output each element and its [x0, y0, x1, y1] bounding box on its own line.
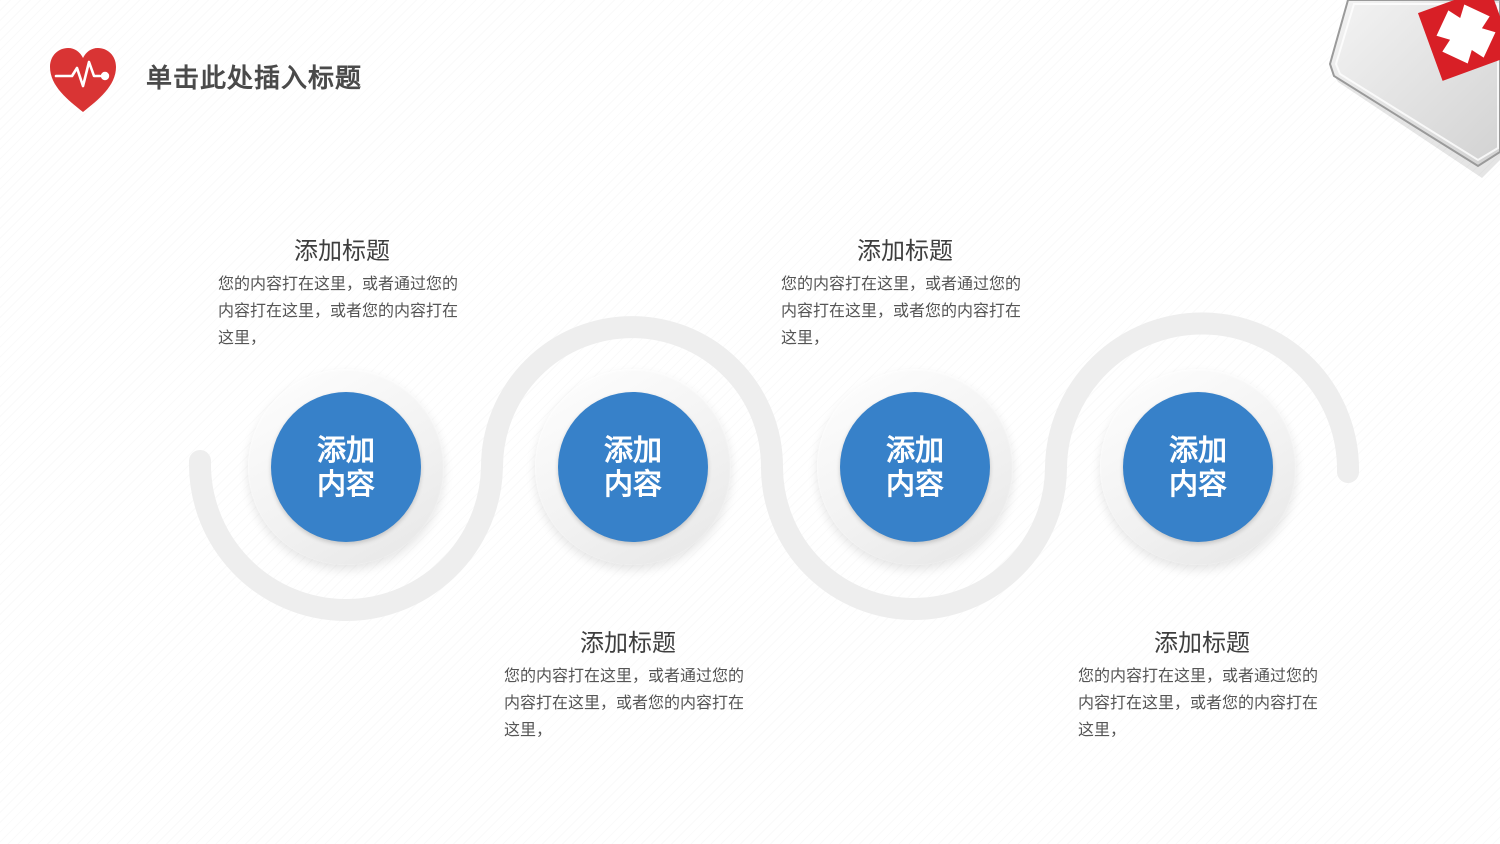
- step-node-label: 添加内容: [603, 433, 662, 501]
- step-node-4: 添加内容: [1100, 369, 1296, 565]
- block-title: 添加标题: [857, 237, 953, 265]
- text-block-2: 添加标题 您的内容打在这里，或者通过您的内容打在这里，或者您的内容打在这里，: [504, 628, 752, 743]
- text-block-4: 添加标题 您的内容打在这里，或者通过您的内容打在这里，或者您的内容打在这里，: [1078, 628, 1326, 743]
- step-node-2: 添加内容: [535, 369, 731, 565]
- step-node-core: 添加内容: [840, 392, 990, 542]
- text-block-3: 添加标题 您的内容打在这里，或者通过您的内容打在这里，或者您的内容打在这里，: [781, 236, 1029, 351]
- block-text: 您的内容打在这里，或者通过您的内容打在这里，或者您的内容打在这里，: [1078, 666, 1319, 739]
- heartbeat-heart-icon: [48, 46, 118, 114]
- step-node-label: 添加内容: [885, 433, 944, 501]
- step-node-label: 添加内容: [316, 433, 375, 501]
- text-block-1: 添加标题 您的内容打在这里，或者通过您的内容打在这里，或者您的内容打在这里，: [218, 236, 466, 351]
- step-node-core: 添加内容: [1123, 392, 1273, 542]
- block-title: 添加标题: [294, 237, 390, 265]
- page-title: 单击此处插入标题: [146, 64, 363, 94]
- block-text: 您的内容打在这里，或者通过您的内容打在这里，或者您的内容打在这里，: [781, 274, 1022, 347]
- step-node-core: 添加内容: [558, 392, 708, 542]
- step-node-label: 添加内容: [1168, 433, 1227, 501]
- step-node-1: 添加内容: [248, 369, 444, 565]
- step-node-3: 添加内容: [817, 369, 1013, 565]
- block-text: 您的内容打在这里，或者通过您的内容打在这里，或者您的内容打在这里，: [504, 666, 745, 739]
- block-title: 添加标题: [580, 629, 676, 657]
- first-aid-kit-icon: [1318, 0, 1500, 190]
- block-title: 添加标题: [1154, 629, 1250, 657]
- block-text: 您的内容打在这里，或者通过您的内容打在这里，或者您的内容打在这里，: [218, 274, 459, 347]
- step-node-core: 添加内容: [271, 392, 421, 542]
